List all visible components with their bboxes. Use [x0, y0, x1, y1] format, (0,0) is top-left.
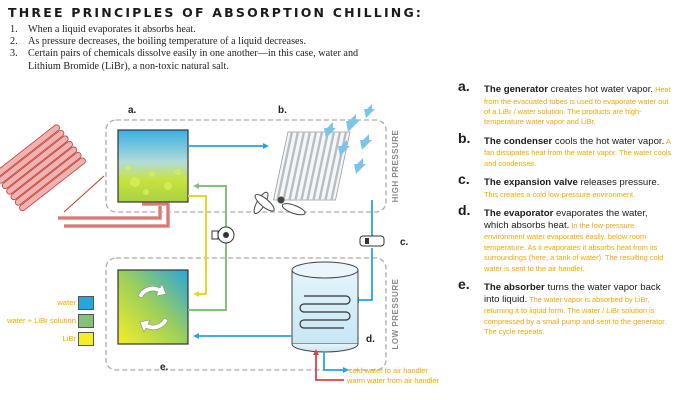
evaporator-tank: [291, 261, 359, 353]
principle-text: When a liquid evaporates it absorbs heat…: [28, 24, 196, 35]
legend-label: LiBr: [62, 334, 76, 343]
step-summary: evaporates the water, which absorbs heat…: [484, 208, 648, 231]
step-b: b. The condenser cools the hot water vap…: [458, 129, 674, 168]
solar-collector-tubes: [0, 124, 105, 213]
step-letter: c.: [458, 171, 470, 188]
principle-item: 2. As pressure decreases, the boiling tem…: [8, 36, 388, 48]
legend-label: water + LiBr solution: [6, 316, 76, 325]
generator-tank: [117, 129, 189, 203]
step-e: e. The absorber turns the water vapor ba…: [458, 276, 674, 337]
step-heading: The absorber: [484, 282, 545, 294]
low-pressure-zone: [105, 257, 387, 371]
step-summary: cools the hot water vapor.: [552, 135, 665, 147]
legend-swatch-solution: [78, 314, 94, 328]
step-descriptions: a. The generator creates hot water vapor…: [458, 78, 674, 345]
step-detail: A fan dissipates heat from the water vap…: [484, 136, 672, 168]
step-summary: turns the water vapor back into liquid.: [484, 282, 661, 305]
heat-dissipation-arrows: [324, 104, 375, 174]
principle-item: 1. When a liquid evaporates it absorbs he…: [8, 24, 388, 36]
high-pressure-label: HIGH PRESSURE: [391, 129, 400, 202]
generator-bubbles: [125, 165, 181, 195]
step-a: a. The generator creates hot water vapor…: [458, 78, 674, 127]
step-letter: b.: [458, 129, 471, 146]
step-heading: The condenser: [484, 135, 553, 147]
cold-water-label: cold water to air handler: [349, 366, 428, 375]
cycle-arrows-icon: [137, 283, 169, 333]
legend-item: water + LiBr solution: [0, 314, 100, 332]
legend-swatch-water: [78, 296, 94, 310]
step-letter: a.: [458, 78, 470, 94]
step-heading: The generator: [484, 84, 548, 95]
legend-label: water: [57, 298, 76, 307]
label-a: a.: [128, 105, 137, 116]
label-d: d.: [366, 334, 375, 345]
page-title: THREE PRINCIPLES OF ABSORPTION CHILLING:: [8, 5, 424, 20]
warm-water-label: warm water from air handler: [346, 376, 440, 385]
principle-number: 2.: [10, 36, 18, 48]
principle-text: Certain pairs of chemicals dissolve easi…: [28, 48, 359, 72]
pump-icon: [211, 226, 235, 244]
step-letter: e.: [458, 276, 470, 293]
step-letter: d.: [458, 202, 471, 219]
high-pressure-zone: [105, 119, 387, 213]
label-e: e.: [160, 362, 169, 373]
legend-swatch-libr: [78, 332, 94, 346]
fan-icon: [253, 191, 306, 216]
principle-number: 3.: [10, 48, 18, 60]
legend-item: water: [0, 296, 100, 314]
step-detail: Heat from the evacuated tubes is used to…: [484, 85, 671, 127]
step-c: c. The expansion valve releases pressure…: [458, 171, 674, 199]
step-d: d. The evaporator evaporates the water, …: [458, 202, 674, 273]
legend: water water + LiBr solution LiBr: [0, 296, 100, 350]
absorber-tank: [117, 269, 189, 345]
expansion-valve-icon: [359, 235, 385, 247]
label-c: c.: [400, 237, 409, 248]
principle-number: 1.: [10, 24, 18, 35]
principle-item: 3. Certain pairs of chemicals dissolve ea…: [8, 48, 388, 72]
condenser-coil: [273, 131, 351, 201]
step-heading: The expansion valve: [484, 177, 578, 189]
principle-text: As pressure decreases, the boiling tempe…: [28, 36, 307, 48]
step-summary: releases pressure.: [577, 177, 660, 189]
step-summary: creates hot water vapor.: [547, 84, 654, 95]
low-pressure-label: LOW PRESSURE: [391, 278, 400, 349]
legend-item: LiBr: [0, 332, 100, 350]
step-detail: The water vapor is absorbed by LiBr, ret…: [484, 294, 667, 337]
step-detail: In the low-pressure environment water ev…: [484, 220, 664, 273]
principles-list: 1. When a liquid evaporates it absorbs he…: [8, 24, 388, 73]
step-detail: This creates a cold low-pressure environ…: [484, 189, 636, 199]
label-b: b.: [278, 105, 287, 116]
step-heading: The evaporator: [484, 208, 554, 220]
